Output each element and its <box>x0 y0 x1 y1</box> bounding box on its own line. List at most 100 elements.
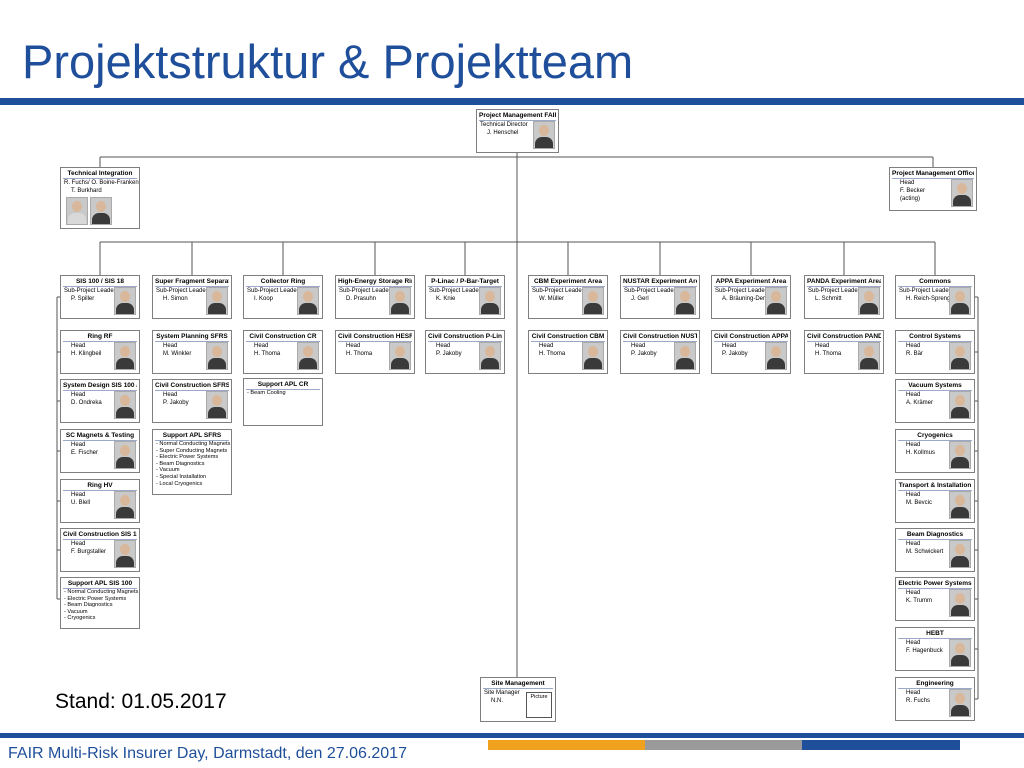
org-box-title: System Design SIS 100 / SIS 18 <box>63 381 137 391</box>
org-box-line: Head <box>539 343 554 349</box>
person-photo <box>949 342 971 370</box>
org-box-line: E. Fischer <box>71 450 99 456</box>
org-box-line: F. Burgstaller <box>71 549 107 555</box>
org-box-line: Head <box>71 492 86 498</box>
photo-head <box>120 291 130 302</box>
person-photo <box>389 287 411 315</box>
org-box-role: R. Fuchs/ O. Boine-Frankenheim/ <box>64 180 139 186</box>
photo-torso <box>391 358 409 369</box>
org-box-title: SC Magnets & Testing <box>63 431 137 441</box>
person-photo <box>114 391 136 419</box>
org-box-line: L. Schmitt <box>815 296 842 302</box>
photo-head <box>120 445 130 456</box>
org-box-title: Civil Construction CBM <box>531 333 605 342</box>
org-box-line: A. Krämer <box>906 400 934 406</box>
org-box-line: M. Schwickert <box>906 549 944 555</box>
person-photo <box>949 391 971 419</box>
photo-placeholder: Picture <box>526 692 552 718</box>
org-box-role: Sub-Project Leader <box>808 288 860 294</box>
person-photo <box>858 287 880 315</box>
photo-torso <box>951 556 969 567</box>
photo-torso <box>951 303 969 314</box>
footer-text: FAIR Multi-Risk Insurer Day, Darmstadt, … <box>8 745 407 762</box>
org-box-line: Head <box>346 343 361 349</box>
photo-head <box>395 291 405 302</box>
photo-head <box>955 593 965 604</box>
org-box-role: Site Manager <box>484 690 520 696</box>
photo-head <box>212 346 222 357</box>
person-photo <box>582 342 604 370</box>
photo-head <box>588 291 598 302</box>
org-box-bullet: - Special Installation <box>156 473 207 480</box>
org-box-title: Ring RF <box>63 332 137 342</box>
org-box-line: F. Becker <box>900 188 926 194</box>
person-photo <box>949 441 971 469</box>
org-box-title: APPA Experiment Area <box>714 278 788 287</box>
org-box-title: System Planning SFRS <box>155 333 229 342</box>
photo-head <box>955 346 965 357</box>
org-box-line: Head <box>906 343 921 349</box>
org-box-line: Head <box>906 492 921 498</box>
org-box-title: Project Management FAIR <box>479 112 556 121</box>
org-box-bullet: - Beam Diagnostics <box>64 602 113 609</box>
org-box-line: W. Müller <box>539 296 565 302</box>
person-photo <box>858 342 880 370</box>
org-box-line: D. Ondreka <box>71 400 102 406</box>
person-photo <box>297 287 319 315</box>
photo-torso <box>676 303 694 314</box>
org-box-title: Technical Integration <box>63 169 137 179</box>
photo-head <box>957 183 967 194</box>
org-box-bullet: - Beam Cooling <box>247 390 286 396</box>
person-photo <box>206 342 228 370</box>
footer-strip-orange <box>488 740 645 750</box>
photo-torso <box>208 358 226 369</box>
org-box-bullet: - Vacuum <box>156 467 180 474</box>
photo-head <box>955 544 965 555</box>
org-box-line: M. Winkler <box>163 351 192 357</box>
org-box-line: Head <box>815 343 830 349</box>
org-box-line: (acting) <box>900 196 921 202</box>
org-box-bullet: - Super Conducting Magnets <box>156 447 228 454</box>
person-photo <box>90 197 112 225</box>
org-box-line: U. Blell <box>71 500 91 506</box>
photo-head <box>485 291 495 302</box>
footer-strip-gray <box>645 740 802 750</box>
org-box-line: H. Klingbeil <box>71 351 102 357</box>
org-box-line: Head <box>906 392 921 398</box>
photo-head <box>539 125 549 136</box>
org-box-role: Sub-Project Leader <box>899 288 951 294</box>
org-box-title: High-Energy Storage Ring <box>338 278 412 287</box>
photo-torso <box>116 556 134 567</box>
org-box-bullet: - Local Cryogenics <box>156 480 203 487</box>
photo-head <box>212 395 222 406</box>
person-photo <box>533 121 555 149</box>
org-box-bullet: - Electric Power Systems <box>156 454 219 461</box>
photo-head <box>771 346 781 357</box>
org-box-title: PANDA Experiment Area <box>807 278 881 287</box>
org-box-role: Sub-Project Leader <box>429 288 481 294</box>
person-photo <box>949 689 971 717</box>
photo-torso <box>481 303 499 314</box>
org-box-line: H. Thoma <box>539 351 566 357</box>
org-box-title: Vacuum Systems <box>898 381 972 391</box>
photo-torso <box>92 213 110 224</box>
org-box-line: H. Thoma <box>815 351 842 357</box>
photo-torso <box>208 303 226 314</box>
org-box-line: H. Reich-Sprenger <box>906 296 956 302</box>
person-photo <box>206 391 228 419</box>
org-box-line: P. Spiller <box>71 296 95 302</box>
org-box-line: M. Bevcic <box>906 500 933 506</box>
person-photo <box>674 342 696 370</box>
